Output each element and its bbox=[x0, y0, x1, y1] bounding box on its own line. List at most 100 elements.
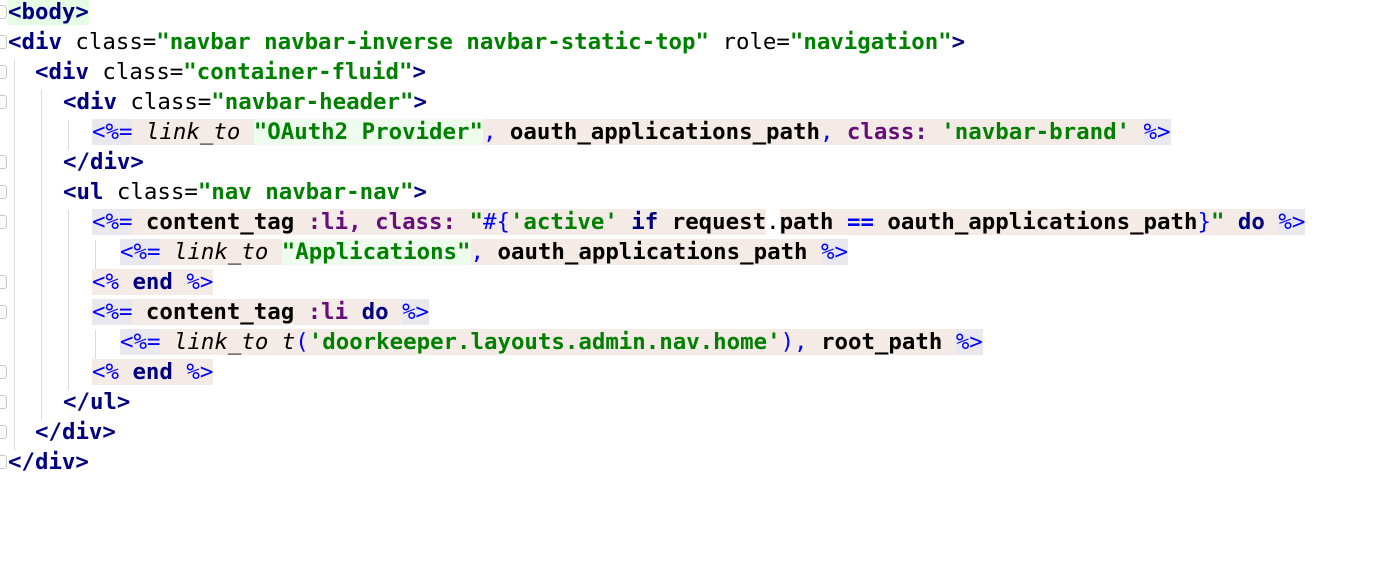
fold-marker-icon[interactable] bbox=[0, 35, 7, 49]
code-line[interactable]: </div> bbox=[0, 447, 1400, 477]
indent-guide bbox=[14, 60, 15, 450]
tag-open: <div bbox=[8, 29, 62, 55]
keyword: end bbox=[118, 359, 187, 385]
fold-marker-icon[interactable] bbox=[0, 155, 7, 169]
attr-value: "container-fluid" bbox=[183, 59, 413, 85]
code-line[interactable]: <div class="container-fluid"> bbox=[0, 57, 1400, 87]
code-line[interactable]: <% end %> bbox=[0, 267, 1400, 297]
keyword: end bbox=[118, 269, 187, 295]
string-literal: "Applications" bbox=[281, 239, 471, 265]
attr-value: "navigation" bbox=[789, 29, 952, 55]
erb-open: <%= bbox=[92, 209, 133, 235]
paren: ) bbox=[780, 329, 795, 355]
hash-key: class: bbox=[833, 119, 928, 145]
interpolation-close: } bbox=[1197, 209, 1211, 235]
fold-marker-icon[interactable] bbox=[0, 365, 7, 379]
erb-close: %> bbox=[821, 239, 848, 265]
code-line[interactable]: <ul class="nav navbar-nav"> bbox=[0, 177, 1400, 207]
erb-open: <%= bbox=[92, 119, 133, 145]
attr-name: class= bbox=[116, 89, 212, 115]
tag-open: <ul bbox=[63, 179, 104, 205]
attr-name: class= bbox=[61, 29, 157, 55]
code-line[interactable]: </ul> bbox=[0, 387, 1400, 417]
punctuation: . bbox=[766, 209, 780, 235]
indent-guide bbox=[95, 330, 96, 360]
fold-marker-icon[interactable] bbox=[0, 215, 7, 229]
keyword: do bbox=[348, 299, 403, 325]
keyword: if bbox=[617, 209, 672, 235]
erb-open: <% bbox=[92, 269, 119, 295]
string-literal: "OAuth2 Provider" bbox=[253, 119, 483, 145]
punctuation: , bbox=[470, 239, 484, 265]
attr-value: "navbar-header" bbox=[211, 89, 414, 115]
identifier: root_path bbox=[807, 329, 943, 355]
space bbox=[942, 329, 955, 355]
code-line[interactable]: </div> bbox=[0, 417, 1400, 447]
indent-guide bbox=[68, 120, 69, 150]
code-line[interactable]: <div class="navbar navbar-inverse navbar… bbox=[0, 27, 1400, 57]
body-tag: <body> bbox=[8, 0, 89, 25]
string-literal: 'active' bbox=[509, 209, 618, 235]
paren: ( bbox=[295, 329, 309, 355]
tag-close: > bbox=[413, 179, 427, 205]
erb-open: <% bbox=[92, 359, 119, 385]
interpolation-open: #{ bbox=[482, 209, 510, 235]
fold-marker-icon[interactable] bbox=[0, 275, 7, 289]
code-line[interactable]: <%= content_tag :li, class: "#{'active' … bbox=[0, 207, 1400, 237]
fold-marker-icon[interactable] bbox=[0, 305, 7, 319]
quote: " bbox=[1210, 209, 1225, 235]
code-line[interactable]: <%= link_to "OAuth2 Provider", oauth_app… bbox=[0, 117, 1400, 147]
punctuation: , bbox=[794, 329, 808, 355]
code-line[interactable]: <%= link_to "Applications", oauth_applic… bbox=[0, 237, 1400, 267]
space bbox=[1130, 119, 1143, 145]
symbol: :li bbox=[307, 209, 349, 235]
tag-close: > bbox=[951, 29, 966, 55]
erb-open: <%= bbox=[92, 299, 133, 325]
fold-marker-icon[interactable] bbox=[0, 65, 7, 79]
tag-close: </div> bbox=[35, 419, 116, 445]
fold-marker-icon[interactable] bbox=[0, 5, 7, 19]
erb-close: %> bbox=[955, 329, 983, 355]
tag-close: > bbox=[413, 89, 427, 115]
quote: " bbox=[456, 209, 483, 235]
code-line[interactable]: <%= content_tag :li do %> bbox=[0, 297, 1400, 327]
erb-close: %> bbox=[186, 269, 214, 295]
keyword: do bbox=[1224, 209, 1279, 235]
fold-marker-icon[interactable] bbox=[0, 455, 7, 469]
method-name: link_to bbox=[132, 119, 254, 145]
code-editor[interactable]: <body> <div class="navbar navbar-inverse… bbox=[0, 0, 1400, 478]
erb-close: %> bbox=[1278, 209, 1306, 235]
fold-marker-icon[interactable] bbox=[0, 95, 7, 109]
code-line[interactable]: <%= link_to t('doorkeeper.layouts.admin.… bbox=[0, 327, 1400, 357]
code-line[interactable]: <body> bbox=[0, 0, 1400, 27]
fold-marker-icon[interactable] bbox=[0, 395, 7, 409]
erb-close: %> bbox=[402, 299, 430, 325]
punctuation: , bbox=[819, 119, 834, 145]
punctuation: , bbox=[482, 119, 497, 145]
identifier: oauth_applications_path bbox=[496, 119, 820, 145]
fold-marker-icon[interactable] bbox=[0, 425, 7, 439]
code-line[interactable]: <% end %> bbox=[0, 357, 1400, 387]
identifier: oauth_applications_path bbox=[484, 239, 808, 265]
attr-name: role= bbox=[709, 29, 790, 55]
attr-name: class= bbox=[88, 59, 184, 85]
tag-close: </ul> bbox=[63, 389, 131, 415]
erb-open: <%= bbox=[120, 239, 161, 265]
method-name: link_to bbox=[160, 239, 282, 265]
symbol: :li bbox=[307, 299, 349, 325]
indent-guide bbox=[68, 210, 69, 390]
code-line[interactable]: <div class="navbar-header"> bbox=[0, 87, 1400, 117]
erb-close: %> bbox=[186, 359, 214, 385]
tag-open: <div bbox=[63, 89, 117, 115]
method-name: content_tag bbox=[132, 209, 308, 235]
string-literal: 'navbar-brand' bbox=[927, 119, 1131, 145]
tag-close: </div> bbox=[8, 449, 89, 475]
code-line[interactable]: </div> bbox=[0, 147, 1400, 177]
fold-marker-icon[interactable] bbox=[0, 185, 7, 199]
method-name: t bbox=[281, 329, 296, 355]
erb-close: %> bbox=[1143, 119, 1171, 145]
attr-name: class= bbox=[103, 179, 198, 205]
attr-value: "navbar navbar-inverse navbar-static-top… bbox=[156, 29, 709, 55]
erb-open: <%= bbox=[120, 329, 161, 355]
tag-open: <div bbox=[35, 59, 89, 85]
